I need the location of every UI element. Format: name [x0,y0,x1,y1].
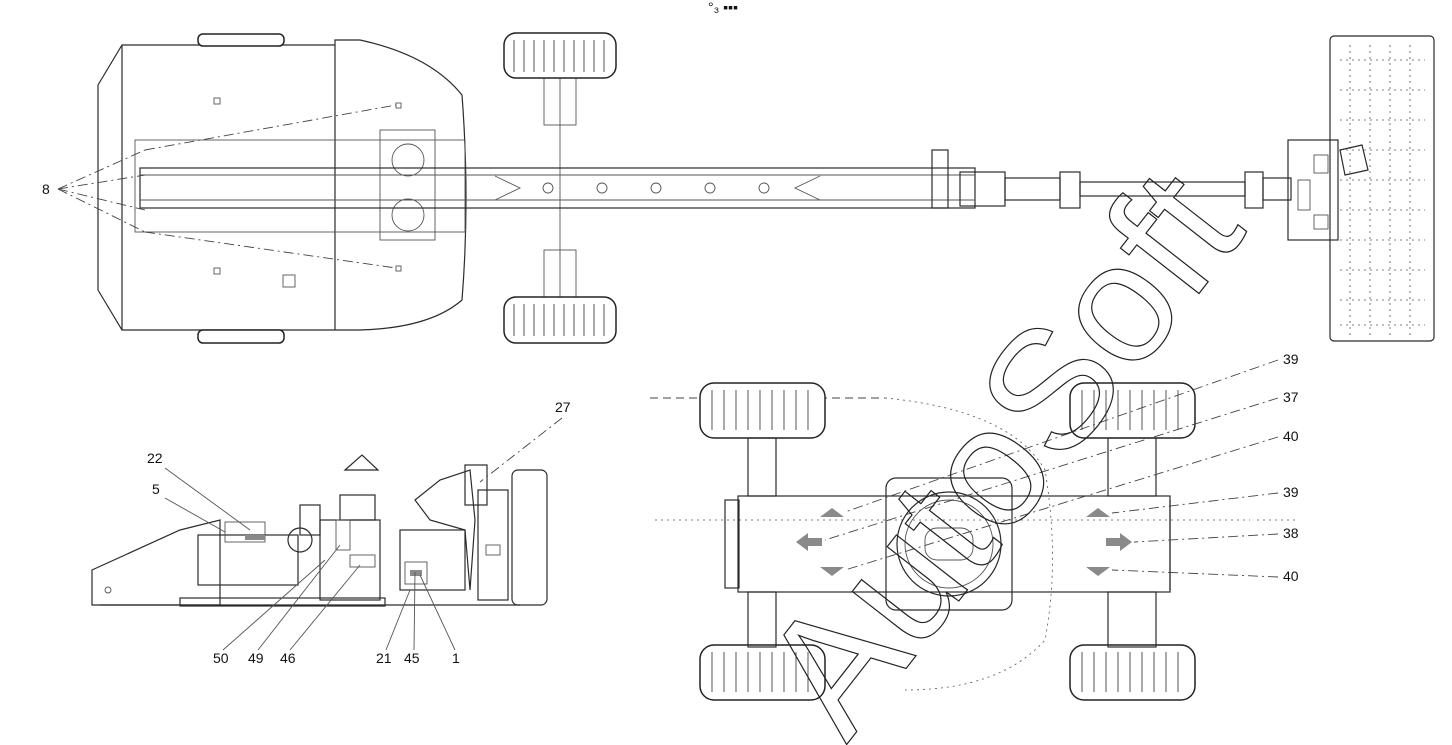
callout-21: 21 [376,650,392,666]
callout-38: 38 [1283,525,1299,541]
callout-39-mid: 39 [1283,484,1299,500]
callout-5: 5 [152,481,160,497]
right-callout-leaders [824,359,1279,578]
page-mark: °₃ ▪▪▪ [708,0,738,15]
callout-1: 1 [452,650,460,666]
callout-37: 37 [1283,389,1299,405]
callout-22: 22 [147,450,163,466]
callout-27: 27 [555,399,571,415]
callout-39-top: 39 [1283,351,1299,367]
top-view-machine [97,32,1435,344]
side-view-machine [91,454,548,607]
callout-8-leaders [57,104,397,269]
callout-49: 49 [248,650,264,666]
callout-45: 45 [404,650,420,666]
callout-50: 50 [213,650,229,666]
callout-46: 46 [280,650,296,666]
callout-8: 8 [42,181,50,197]
left-callout-leaders [164,417,563,651]
callout-40-top: 40 [1283,428,1299,444]
chassis-view [650,382,1295,701]
callout-40-bottom: 40 [1283,568,1299,584]
